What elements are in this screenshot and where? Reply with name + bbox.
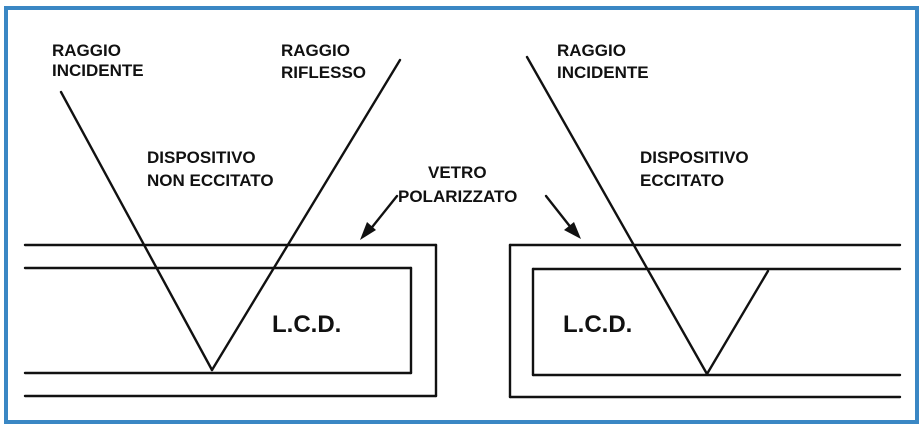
glass-label: VETRO POLARIZZATO	[398, 163, 517, 206]
glass-label-line1: VETRO	[428, 163, 487, 182]
figure-border	[4, 6, 919, 424]
left-state-label-line1: DISPOSITIVO	[147, 148, 256, 167]
left-incident-ray-label: RAGGIO INCIDENTE	[52, 41, 144, 80]
left-panel: RAGGIO INCIDENTE RAGGIO RIFLESSO DISPOSI…	[23, 41, 438, 398]
left-reflected-ray-label: RAGGIO RIFLESSO	[281, 41, 366, 82]
right-incident-ray	[525, 55, 709, 376]
glass-arrow-left-head	[360, 222, 376, 240]
left-state-label-line2: NON ECCITATO	[147, 171, 274, 190]
right-incident-ray-label-line2: INCIDENTE	[557, 63, 649, 82]
left-reflected-ray-label-line2: RIFLESSO	[281, 63, 366, 82]
right-state-label-line1: DISPOSITIVO	[640, 148, 749, 167]
left-reflected-ray	[210, 58, 402, 372]
left-lcd-label: L.C.D.	[272, 311, 341, 338]
right-internal-reflected-ray	[705, 269, 770, 376]
glass-arrow-right-shaft	[544, 194, 574, 231]
glass-arrow-right-head	[564, 222, 581, 239]
left-incident-ray-label-line2: INCIDENTE	[52, 61, 144, 80]
left-incident-ray-label-line1: RAGGIO	[52, 41, 121, 60]
glass-callout: VETRO POLARIZZATO	[360, 163, 581, 240]
right-state-label: DISPOSITIVO ECCITATO	[640, 148, 753, 190]
left-reflected-ray-label-line1: RAGGIO	[281, 41, 350, 60]
glass-label-line2: POLARIZZATO	[398, 187, 517, 206]
left-incident-ray	[59, 90, 214, 372]
glass-arrow-left-shaft	[367, 194, 399, 233]
right-lcd-label: L.C.D.	[563, 311, 632, 338]
left-state-label: DISPOSITIVO NON ECCITATO	[147, 148, 274, 190]
right-state-label-line2: ECCITATO	[640, 171, 724, 190]
right-incident-ray-label: RAGGIO INCIDENTE	[557, 41, 649, 82]
right-incident-ray-label-line1: RAGGIO	[557, 41, 626, 60]
right-panel: RAGGIO INCIDENTE DISPOSITIVO ECCITATO L.…	[508, 41, 902, 399]
